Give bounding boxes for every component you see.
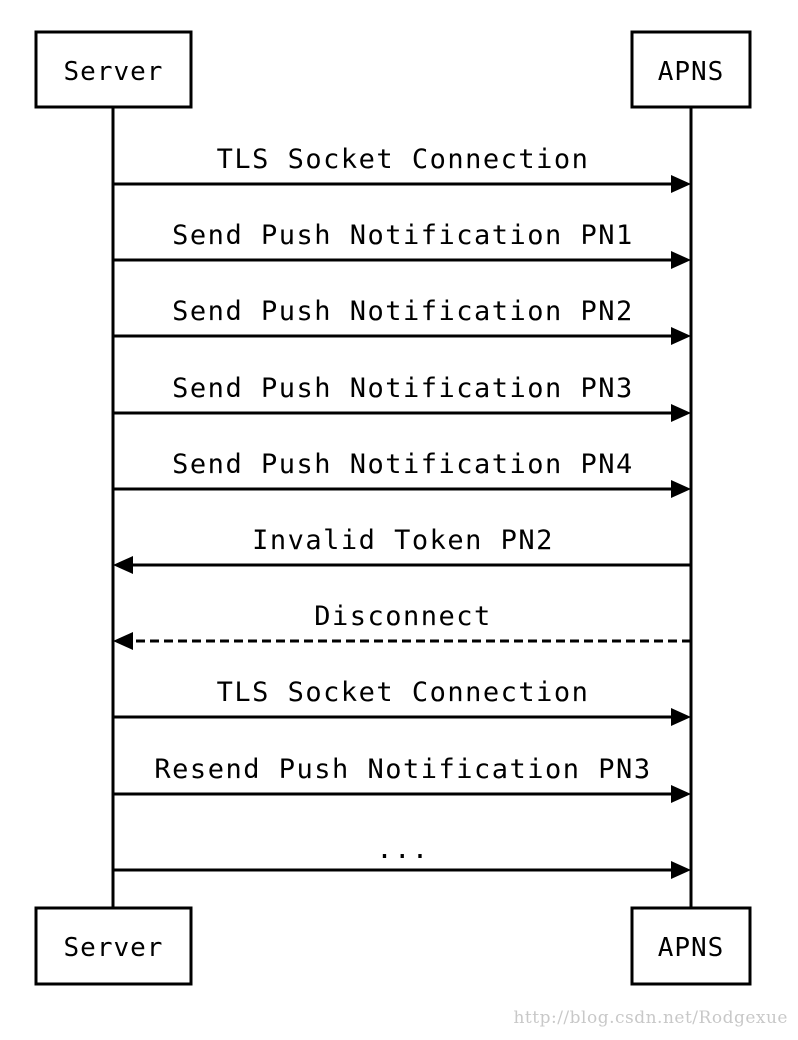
message-8: TLS Socket Connection [113, 677, 691, 726]
message-4: Send Push Notification PN3 [113, 373, 691, 422]
apns-box-bottom: APNS [630, 906, 752, 986]
message-7: Disconnect [113, 601, 691, 650]
arrow-head-icon [671, 175, 691, 193]
message-label: Send Push Notification PN2 [172, 296, 634, 327]
message-2: Send Push Notification PN1 [113, 220, 691, 269]
message-label: Disconnect [314, 601, 492, 632]
message-label: Send Push Notification PN4 [172, 449, 634, 480]
message-label: ... [376, 834, 429, 865]
arrow-head-icon [671, 861, 691, 879]
arrow-head-icon [113, 556, 133, 574]
message-6: Invalid Token PN2 [113, 525, 691, 574]
message-3: Send Push Notification PN2 [113, 296, 691, 345]
message-5: Send Push Notification PN4 [113, 449, 691, 498]
arrow-head-icon [671, 785, 691, 803]
apns-label-top: APNS [658, 57, 725, 87]
message-1: TLS Socket Connection [113, 144, 691, 193]
watermark-text: http://blog.csdn.net/Rodgexue [513, 1008, 788, 1028]
message-label: Invalid Token PN2 [252, 525, 554, 556]
server-label-bottom: Server [64, 933, 164, 963]
message-label: Send Push Notification PN1 [172, 220, 634, 251]
message-label: Resend Push Notification PN3 [154, 754, 651, 785]
message-10: ... [113, 834, 691, 879]
arrow-head-icon [671, 404, 691, 422]
arrow-head-icon [671, 480, 691, 498]
arrow-head-icon [113, 632, 133, 650]
arrow-head-icon [671, 251, 691, 269]
server-box-bottom: Server [34, 906, 193, 986]
message-label: TLS Socket Connection [217, 144, 590, 175]
arrow-head-icon [671, 708, 691, 726]
message-9: Resend Push Notification PN3 [113, 754, 691, 803]
server-label-top: Server [64, 57, 164, 87]
message-label: TLS Socket Connection [217, 677, 590, 708]
apns-label-bottom: APNS [658, 933, 725, 963]
apns-box-top: APNS [630, 30, 752, 109]
server-box-top: Server [34, 30, 193, 109]
arrow-head-icon [671, 327, 691, 345]
message-label: Send Push Notification PN3 [172, 373, 634, 404]
